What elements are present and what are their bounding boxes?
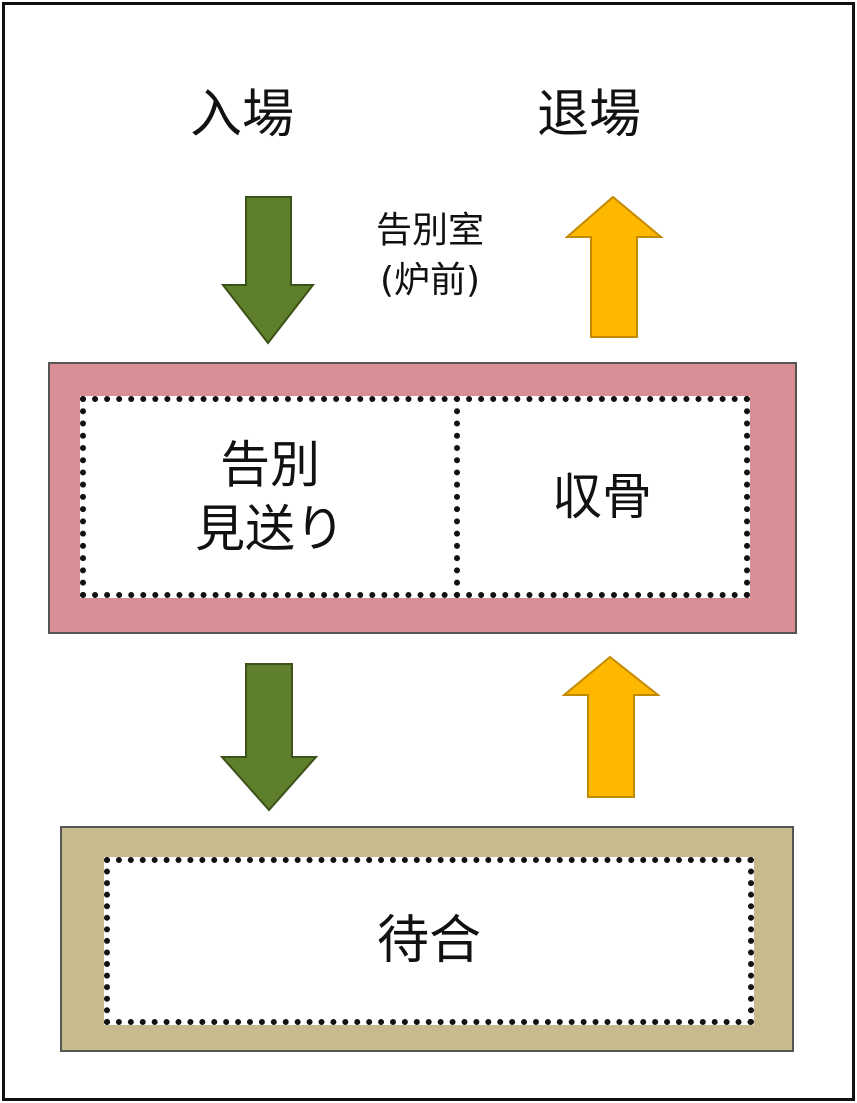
farewell-room-label-line1: 告別室 (375, 210, 484, 251)
entry-label: 入場 (190, 85, 295, 145)
exit-label: 退場 (537, 85, 642, 145)
exit-arrow-shape (565, 195, 664, 338)
bone-collection-label: 収骨 (552, 468, 652, 526)
entry-arrow-icon (220, 196, 315, 345)
up-arrow-shape (562, 655, 661, 798)
exit-arrow-icon (565, 195, 664, 338)
bone-collection-box: 収骨 (454, 396, 750, 598)
up-arrow-icon (562, 655, 661, 798)
down-arrow-shape (219, 663, 318, 812)
entry-arrow-shape (220, 196, 315, 345)
farewell-room-label-line2: (炉前) (379, 260, 481, 301)
down-arrow-icon (219, 663, 318, 812)
waiting-label: 待合 (376, 911, 481, 971)
waiting-box: 待合 (104, 857, 754, 1025)
farewell-box: 告別 見送り (80, 396, 460, 598)
farewell-box-line1: 告別 (220, 436, 320, 494)
farewell-room-label: 告別室 (炉前) (340, 206, 520, 306)
farewell-box-line2: 見送り (195, 500, 345, 558)
